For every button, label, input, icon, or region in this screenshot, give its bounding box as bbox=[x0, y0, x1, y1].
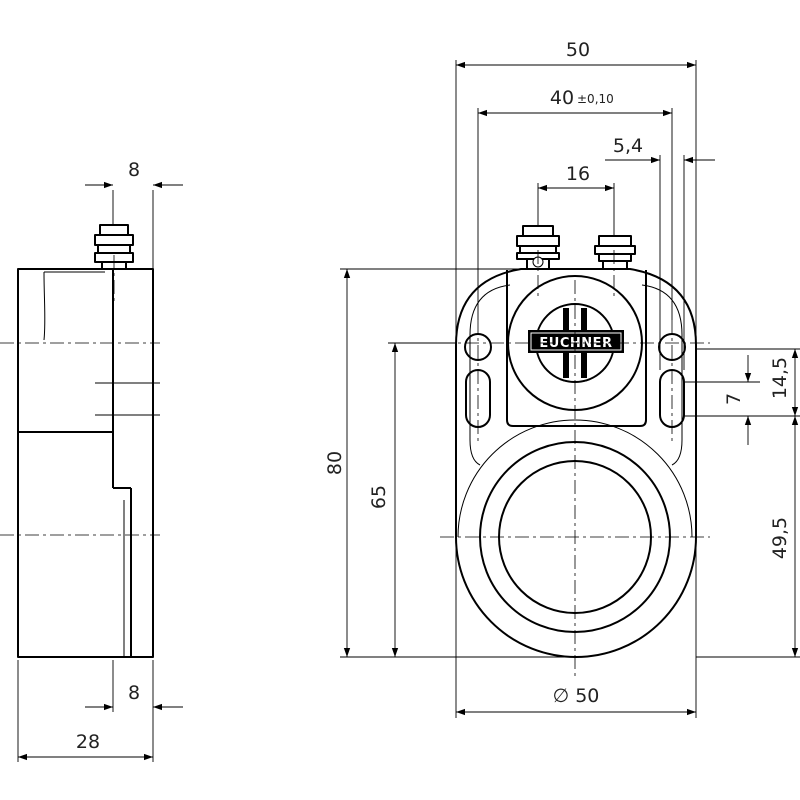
dim-side-bottom-width: 8 bbox=[128, 682, 140, 704]
dim-bottom-height: 49,5 bbox=[769, 517, 791, 559]
dim-ring-diameter: ∅ 50 bbox=[553, 685, 600, 707]
side-view: 8 8 28 bbox=[0, 159, 183, 762]
dim-side-top-width: 8 bbox=[128, 159, 140, 181]
side-body bbox=[17, 268, 154, 658]
dim-slot-gap: 7 bbox=[723, 393, 745, 405]
dim-total-height: 80 bbox=[324, 451, 346, 475]
front-view: EUCHNER bbox=[324, 39, 800, 718]
dim-hole-tolerance: ±0,10 bbox=[577, 92, 614, 106]
dim-slot-height: 14,5 bbox=[769, 357, 791, 399]
svg-text:EUCHNER: EUCHNER bbox=[539, 336, 612, 351]
dim-side-total-width: 28 bbox=[76, 731, 100, 753]
dim-hole-height: 65 bbox=[368, 485, 390, 509]
front-connector-right bbox=[594, 235, 636, 270]
euchner-logo: EUCHNER bbox=[528, 308, 624, 378]
dim-hole-spacing: 40 bbox=[550, 87, 574, 109]
dim-front-offset: 5,4 bbox=[613, 135, 643, 157]
dim-connector-spacing: 16 bbox=[566, 163, 590, 185]
dim-front-width: 50 bbox=[566, 39, 590, 61]
